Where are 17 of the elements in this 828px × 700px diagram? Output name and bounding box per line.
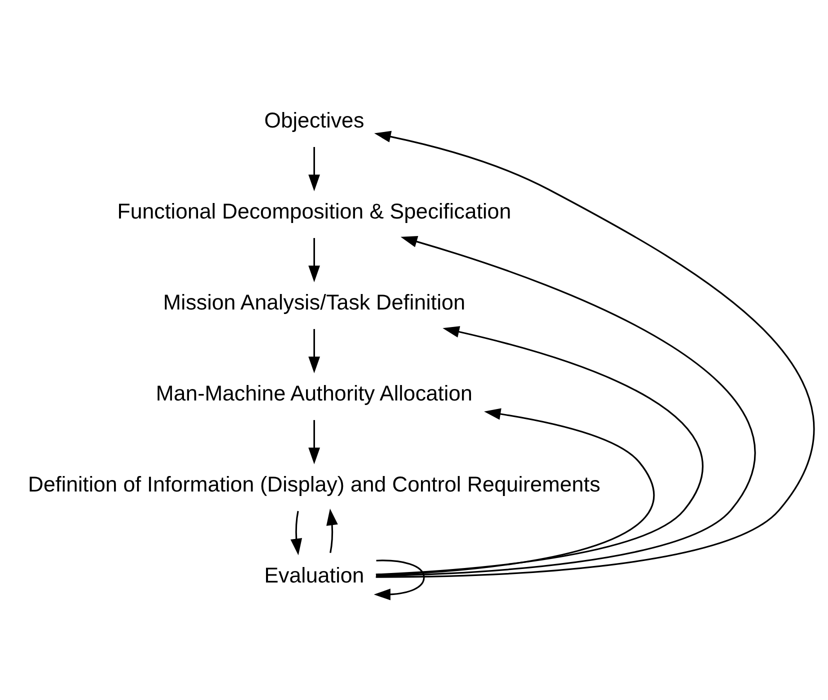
node-text: Definition of Information (Display) and Control Requirements	[28, 472, 600, 497]
arrow	[376, 326, 704, 576]
node-text: Evaluation	[264, 564, 364, 588]
arrow	[308, 147, 320, 192]
arrow	[374, 130, 814, 578]
arrow	[326, 508, 338, 553]
arrow	[374, 560, 425, 600]
node-text: Man-Machine Authority Allocation	[156, 382, 472, 406]
node-text: Objectives	[264, 108, 364, 133]
arrow	[376, 236, 756, 577]
node-text: Functional Decomposition & Specification	[117, 200, 512, 224]
arrow	[308, 420, 320, 464]
node-text: Mission Analysis/Task Definition	[163, 290, 466, 315]
arrow	[290, 510, 302, 556]
arrow	[308, 329, 320, 374]
arrow	[308, 238, 320, 282]
arrow	[376, 408, 654, 576]
